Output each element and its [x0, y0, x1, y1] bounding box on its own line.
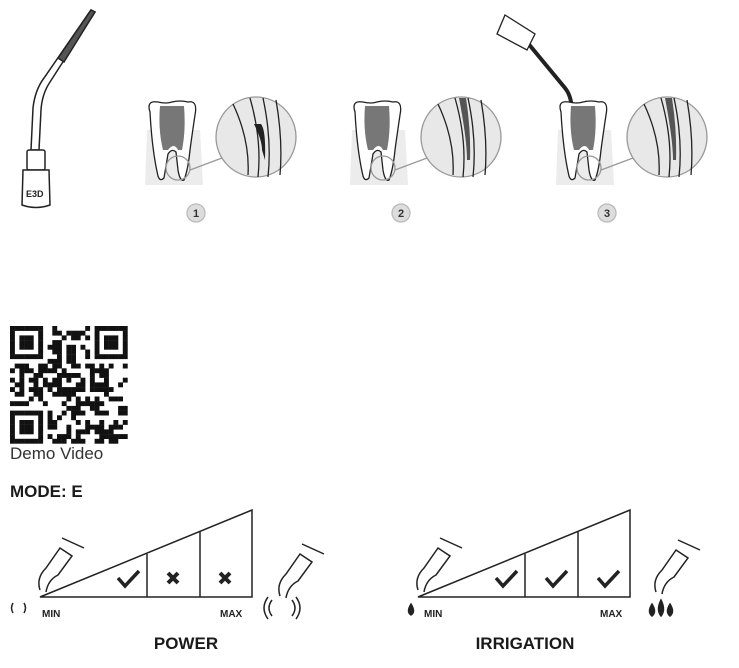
cross-icon: [218, 571, 232, 585]
drops-icon: [648, 598, 674, 618]
qr-code[interactable]: [10, 326, 128, 444]
e3d-tip-illustration: E3D: [21, 9, 97, 209]
handpiece-icon: [416, 537, 463, 593]
cross-icon: [166, 571, 180, 585]
power-title: POWER: [153, 634, 219, 653]
irrigation-title: IRRIGATION: [475, 634, 575, 653]
step-number-badge: 1: [186, 203, 206, 223]
magnifier-circle: [215, 96, 297, 178]
step-number: 3: [604, 208, 610, 220]
demo-video-link[interactable]: Demo Video: [10, 444, 104, 463]
power-chart: [10, 508, 325, 620]
step-number: 1: [193, 208, 199, 220]
check-icon: [116, 569, 141, 589]
check-icon: [596, 569, 621, 589]
magnifier-circle: [420, 96, 502, 178]
step-panel-3: 3: [556, 96, 708, 223]
power-min-label: MIN: [42, 609, 60, 620]
step-panel-1: 1: [145, 96, 297, 223]
handpiece-icon: [654, 539, 701, 595]
step-number-badge: 2: [391, 203, 411, 223]
drop-icon: [407, 602, 415, 616]
check-icon: [544, 569, 569, 589]
step-number-badge: 3: [597, 203, 617, 223]
handpiece-icon: [38, 537, 85, 593]
irrigation-max-label: MAX: [600, 609, 623, 620]
irrigation-min-label: MIN: [424, 609, 442, 620]
high-vibration-icon: [263, 596, 301, 620]
low-vibration-icon: [10, 602, 27, 614]
power-max-label: MAX: [220, 609, 243, 620]
check-icon: [494, 569, 519, 589]
step-panel-2: 2: [350, 14, 597, 223]
tip-label: E3D: [26, 189, 44, 199]
irrigation-chart: [407, 508, 701, 618]
handpiece-icon: [278, 543, 325, 599]
mode-label: MODE: E: [10, 482, 83, 501]
step-number: 2: [398, 208, 404, 220]
magnifier-circle: [626, 96, 708, 178]
